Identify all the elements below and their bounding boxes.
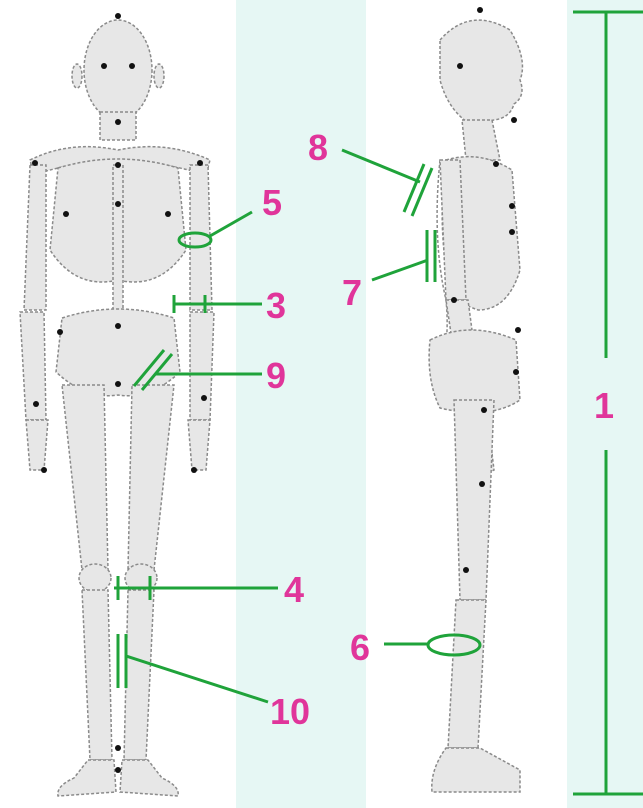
landmark-dot — [493, 161, 499, 167]
landmark-dot — [41, 467, 47, 473]
landmark-dot — [165, 211, 171, 217]
label-shoulder: 8 — [308, 127, 328, 168]
landmark-dot — [479, 481, 485, 487]
landmark-dot — [63, 211, 69, 217]
landmark-dot — [451, 297, 457, 303]
center-tint-panel — [236, 0, 366, 808]
label-upper-arm: 5 — [262, 182, 282, 223]
label-height: 1 — [594, 385, 614, 426]
label-arm-length: 3 — [266, 285, 286, 326]
landmark-dot — [33, 401, 39, 407]
label-calf: 6 — [350, 627, 370, 668]
landmark-dot — [57, 329, 63, 335]
landmark-dot — [115, 745, 121, 751]
landmark-dot — [129, 63, 135, 69]
landmark-dot — [115, 381, 121, 387]
label-back: 7 — [342, 272, 362, 313]
side-head — [440, 20, 522, 124]
landmark-dot — [477, 7, 483, 13]
landmark-dot — [101, 63, 107, 69]
landmark-dot — [115, 13, 121, 19]
landmark-dot — [197, 160, 203, 166]
front-left-ear — [72, 64, 82, 88]
landmark-dot — [191, 467, 197, 473]
front-left-kneecap — [79, 564, 111, 592]
landmark-dot — [515, 327, 521, 333]
label-knee: 4 — [284, 569, 304, 610]
front-right-forearm — [190, 312, 214, 420]
label-shin: 10 — [270, 691, 310, 732]
landmark-dot — [457, 63, 463, 69]
landmark-dot — [32, 160, 38, 166]
landmark-dot — [115, 119, 121, 125]
landmark-dot — [201, 395, 207, 401]
landmark-dot — [115, 162, 121, 168]
landmark-dot — [509, 203, 515, 209]
landmark-dot — [509, 229, 515, 235]
landmark-dot — [513, 369, 519, 375]
landmark-dot — [511, 117, 517, 123]
landmark-dot — [115, 767, 121, 773]
front-right-ear — [154, 64, 164, 88]
landmark-dot — [115, 201, 121, 207]
landmark-dot — [115, 323, 121, 329]
label-hip: 9 — [266, 355, 286, 396]
front-neck — [100, 112, 136, 140]
front-head — [84, 20, 152, 120]
landmark-dot — [481, 407, 487, 413]
landmark-dot — [463, 567, 469, 573]
